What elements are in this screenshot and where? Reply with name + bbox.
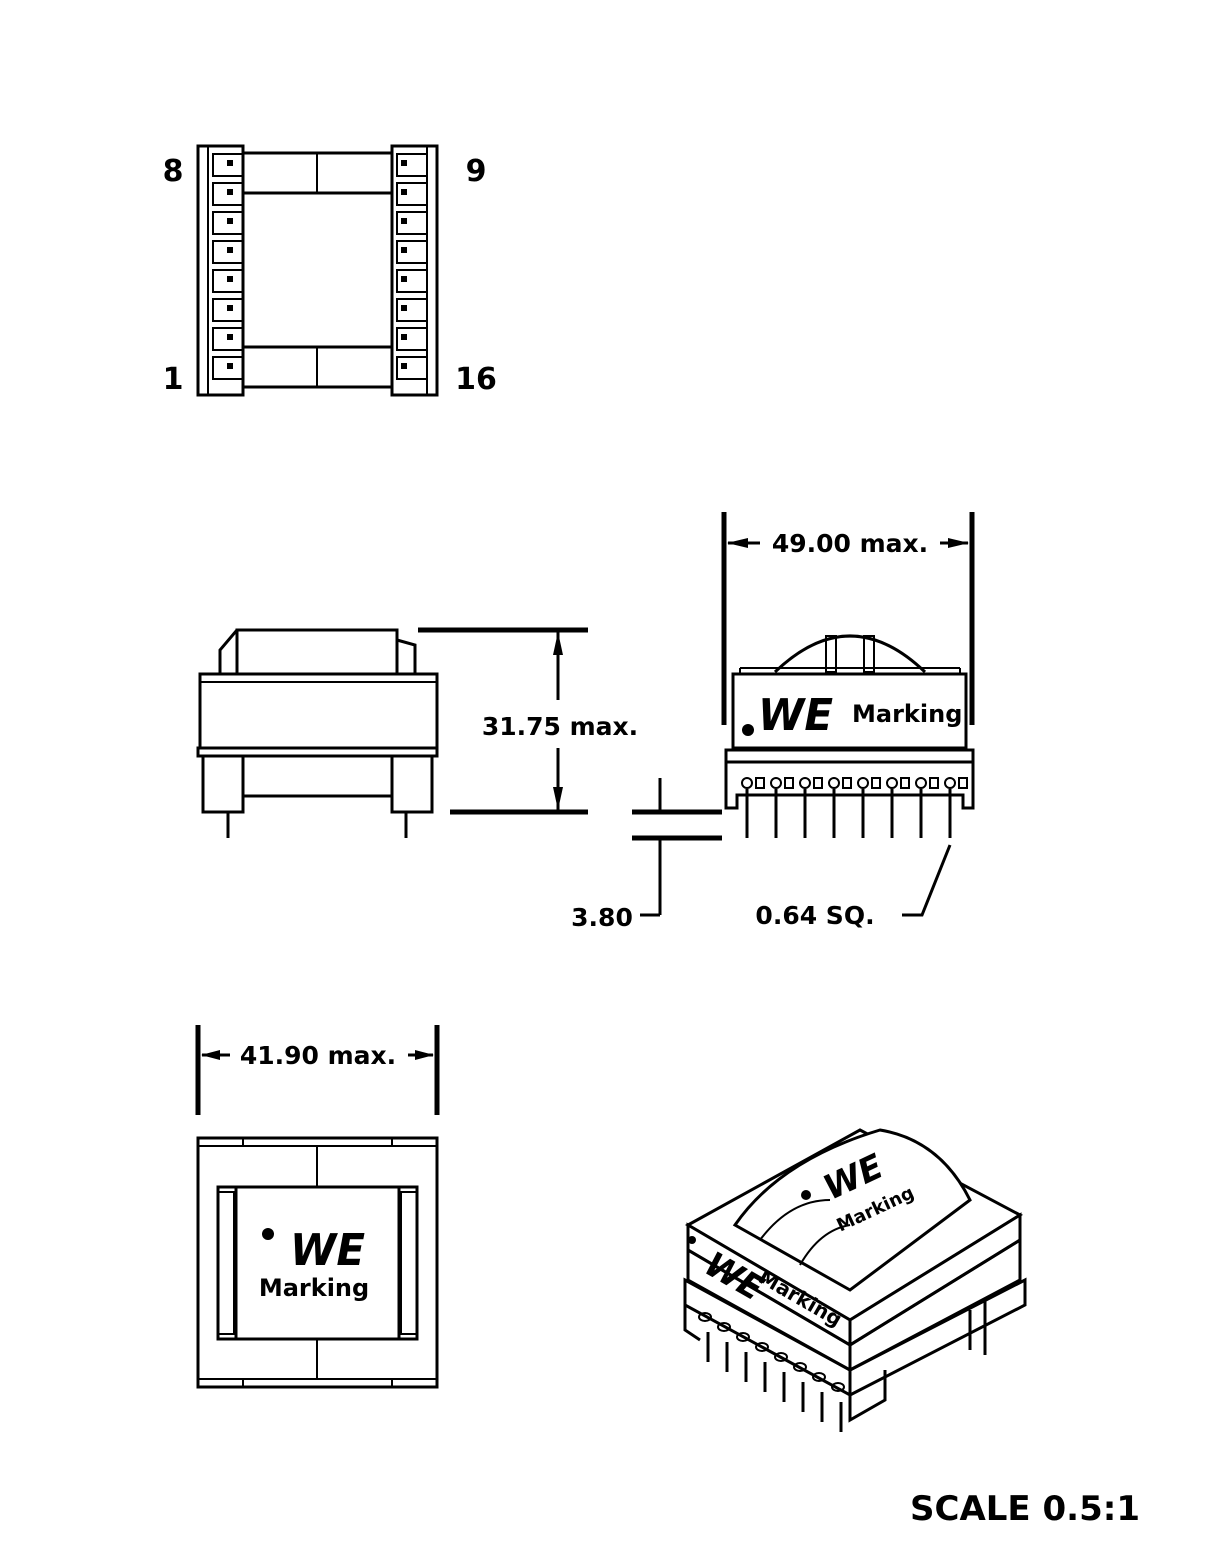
pin-pad [396,182,428,206]
pin-dot [227,363,233,369]
top-view: 8 9 1 16 [163,144,497,397]
marking-text-bottom: Marking [259,1274,369,1302]
pin-slot [871,777,881,789]
bottom-view: WE Marking 41.90 max. [195,1025,440,1389]
pin-ring [915,777,927,789]
pin-ring [770,777,782,789]
pin-ring [741,777,753,789]
pin1-dot [742,724,754,736]
standoff-dimension: 3.80 [571,903,633,932]
pin-dot [227,218,233,224]
pin-pad [212,240,244,264]
pin-pad [212,182,244,206]
pin-dot [227,334,233,340]
pin-label-16: 16 [455,362,497,397]
pin-ring [755,1342,769,1352]
pin-pad [396,211,428,235]
pin-dot [227,189,233,195]
pin-dot [401,247,407,253]
pin-ring [793,1362,807,1372]
pin-dot [227,305,233,311]
marking-text: Marking [852,700,962,728]
pin-pad [396,153,428,177]
pin-slot [958,777,968,789]
pin-pad [396,356,428,380]
pin-ring [736,1332,750,1342]
width-dimension-front: 49.00 max. [772,529,928,558]
pin-slot [929,777,939,789]
scale-label: SCALE 0.5:1 [910,1489,1140,1529]
pin-dot [401,363,407,369]
pin-slot [842,777,852,789]
pin-dot [401,305,407,311]
pin-pad [212,153,244,177]
pin-dot [401,276,407,282]
pin-pad [396,240,428,264]
pin-ring [886,777,898,789]
pin-size-dimension: 0.64 SQ. [755,901,874,930]
pin-pad [212,356,244,380]
pin-ring [799,777,811,789]
pin-ring [831,1382,845,1392]
pin-ring [812,1372,826,1382]
pin-pad [212,211,244,235]
width-dimension-bottom: 41.90 max. [240,1041,396,1070]
pin-ring [717,1322,731,1332]
front-view: WE Marking 49.00 max. 3.80 0.64 SQ. [571,512,975,932]
pin-slot [813,777,823,789]
we-logo: WE [758,690,833,741]
pin-dot [401,334,407,340]
pin-pad [396,327,428,351]
pin-ring [774,1352,788,1362]
pin-dot [401,160,407,166]
pin-ring [698,1312,712,1322]
pin-slot [755,777,765,789]
pin-ring [944,777,956,789]
isometric-view: WE Marking WE Marking [683,1128,1027,1432]
pin-pad [212,269,244,293]
pin-pad [396,269,428,293]
side-view: 31.75 max. [196,627,638,838]
pin-ring [828,777,840,789]
pin-pad [212,298,244,322]
pin-slot [900,777,910,789]
pin-pad [212,327,244,351]
pin-dot [227,160,233,166]
pin-dot [227,247,233,253]
pin-label-9: 9 [466,154,487,189]
pin-label-8: 8 [163,154,184,189]
pin-label-1: 1 [163,362,184,397]
pin-dot [401,189,407,195]
height-dimension: 31.75 max. [482,712,638,741]
pin-dot [227,276,233,282]
pin-ring [857,777,869,789]
pin-pad [396,298,428,322]
we-logo-bottom: WE [290,1225,365,1276]
pin-dot [401,218,407,224]
pin-slot [784,777,794,789]
